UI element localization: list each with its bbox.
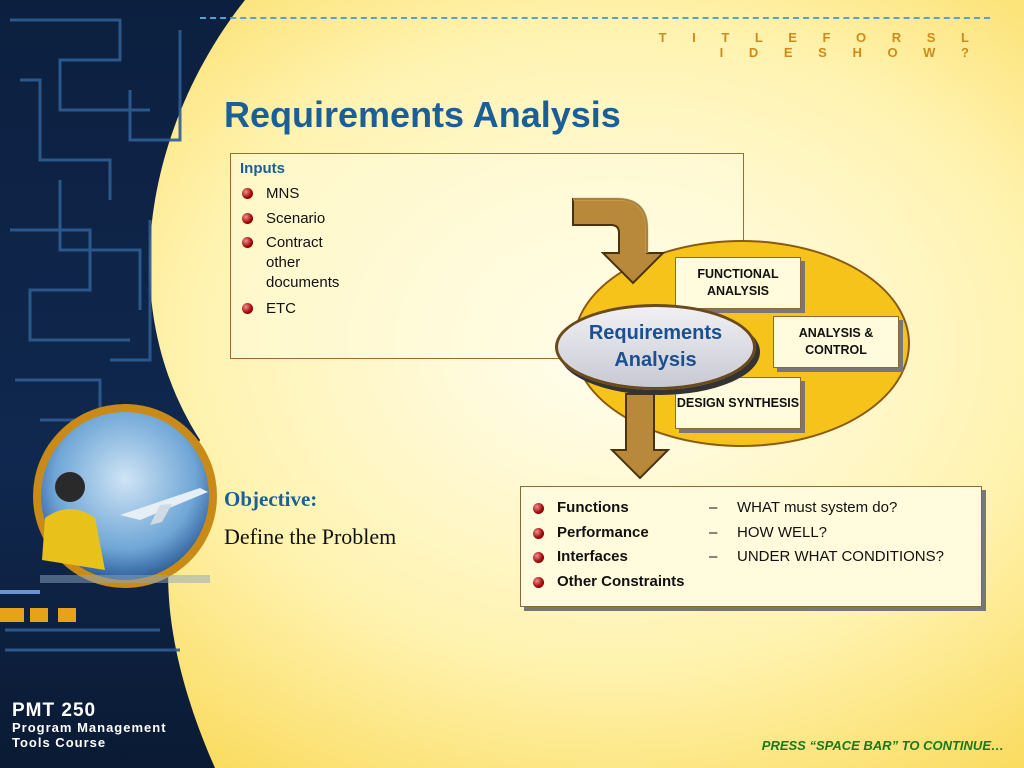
analysis-control-box: ANALYSIS & CONTROL — [773, 316, 899, 368]
requirements-analysis-node: Requirements Analysis — [555, 304, 756, 390]
output-desc: HOW WELL? — [737, 523, 828, 541]
input-item: Contract other documents — [266, 234, 340, 291]
output-dash: – — [709, 499, 718, 516]
bullet-icon — [242, 188, 253, 199]
output-desc: UNDER WHAT CONDITIONS? — [737, 548, 944, 565]
input-arrow-icon — [572, 197, 666, 285]
output-row: Functions – WHAT must system do? — [531, 499, 971, 524]
bullet-icon — [533, 552, 544, 563]
bullet-icon — [242, 213, 253, 224]
course-code: PMT 250 — [12, 700, 97, 721]
page-title: Requirements Analysis — [224, 94, 621, 135]
bullet-icon — [242, 303, 253, 314]
output-term: Interfaces — [557, 548, 628, 565]
output-term: Other Constraints — [557, 572, 685, 590]
design-synthesis-box: DESIGN SYNTHESIS — [675, 377, 801, 429]
requirements-analysis-label: Requirements Analysis — [588, 322, 723, 371]
header-dashed-line — [200, 17, 990, 19]
objective-label: Objective: — [224, 487, 318, 511]
objective-text: Define the Problem — [224, 524, 397, 549]
bullet-icon — [533, 576, 544, 588]
output-desc: WHAT must system do? — [737, 499, 898, 516]
inputs-heading: Inputs — [240, 160, 285, 177]
output-row: Interfaces – UNDER WHAT CONDITIONS? — [531, 548, 971, 573]
continue-prompt[interactable]: PRESS “SPACE BAR” TO CONTINUE… — [761, 738, 1004, 753]
functional-analysis-box: FUNCTIONAL ANALYSIS — [675, 257, 801, 309]
input-item: Scenario — [266, 210, 326, 227]
bullet-icon — [533, 527, 544, 539]
bullet-icon — [533, 503, 544, 514]
outputs-panel: Functions – WHAT must system do? Perform… — [520, 486, 982, 607]
course-name-line2: Tools Course — [12, 735, 107, 750]
input-item: ETC — [266, 300, 296, 317]
input-item: MNS — [266, 185, 300, 202]
slideshow-title: T I T L E F O R S L I D E S H O W ? — [658, 30, 980, 60]
output-row: Other Constraints — [531, 573, 971, 598]
output-dash: – — [709, 548, 718, 565]
output-row: Performance – HOW WELL? — [531, 524, 971, 549]
output-term: Functions — [557, 499, 629, 516]
output-arrow-icon — [609, 393, 671, 480]
output-term: Performance — [557, 523, 649, 541]
output-dash: – — [709, 523, 718, 541]
bullet-icon — [242, 237, 253, 248]
course-name-line1: Program Management — [12, 720, 167, 735]
